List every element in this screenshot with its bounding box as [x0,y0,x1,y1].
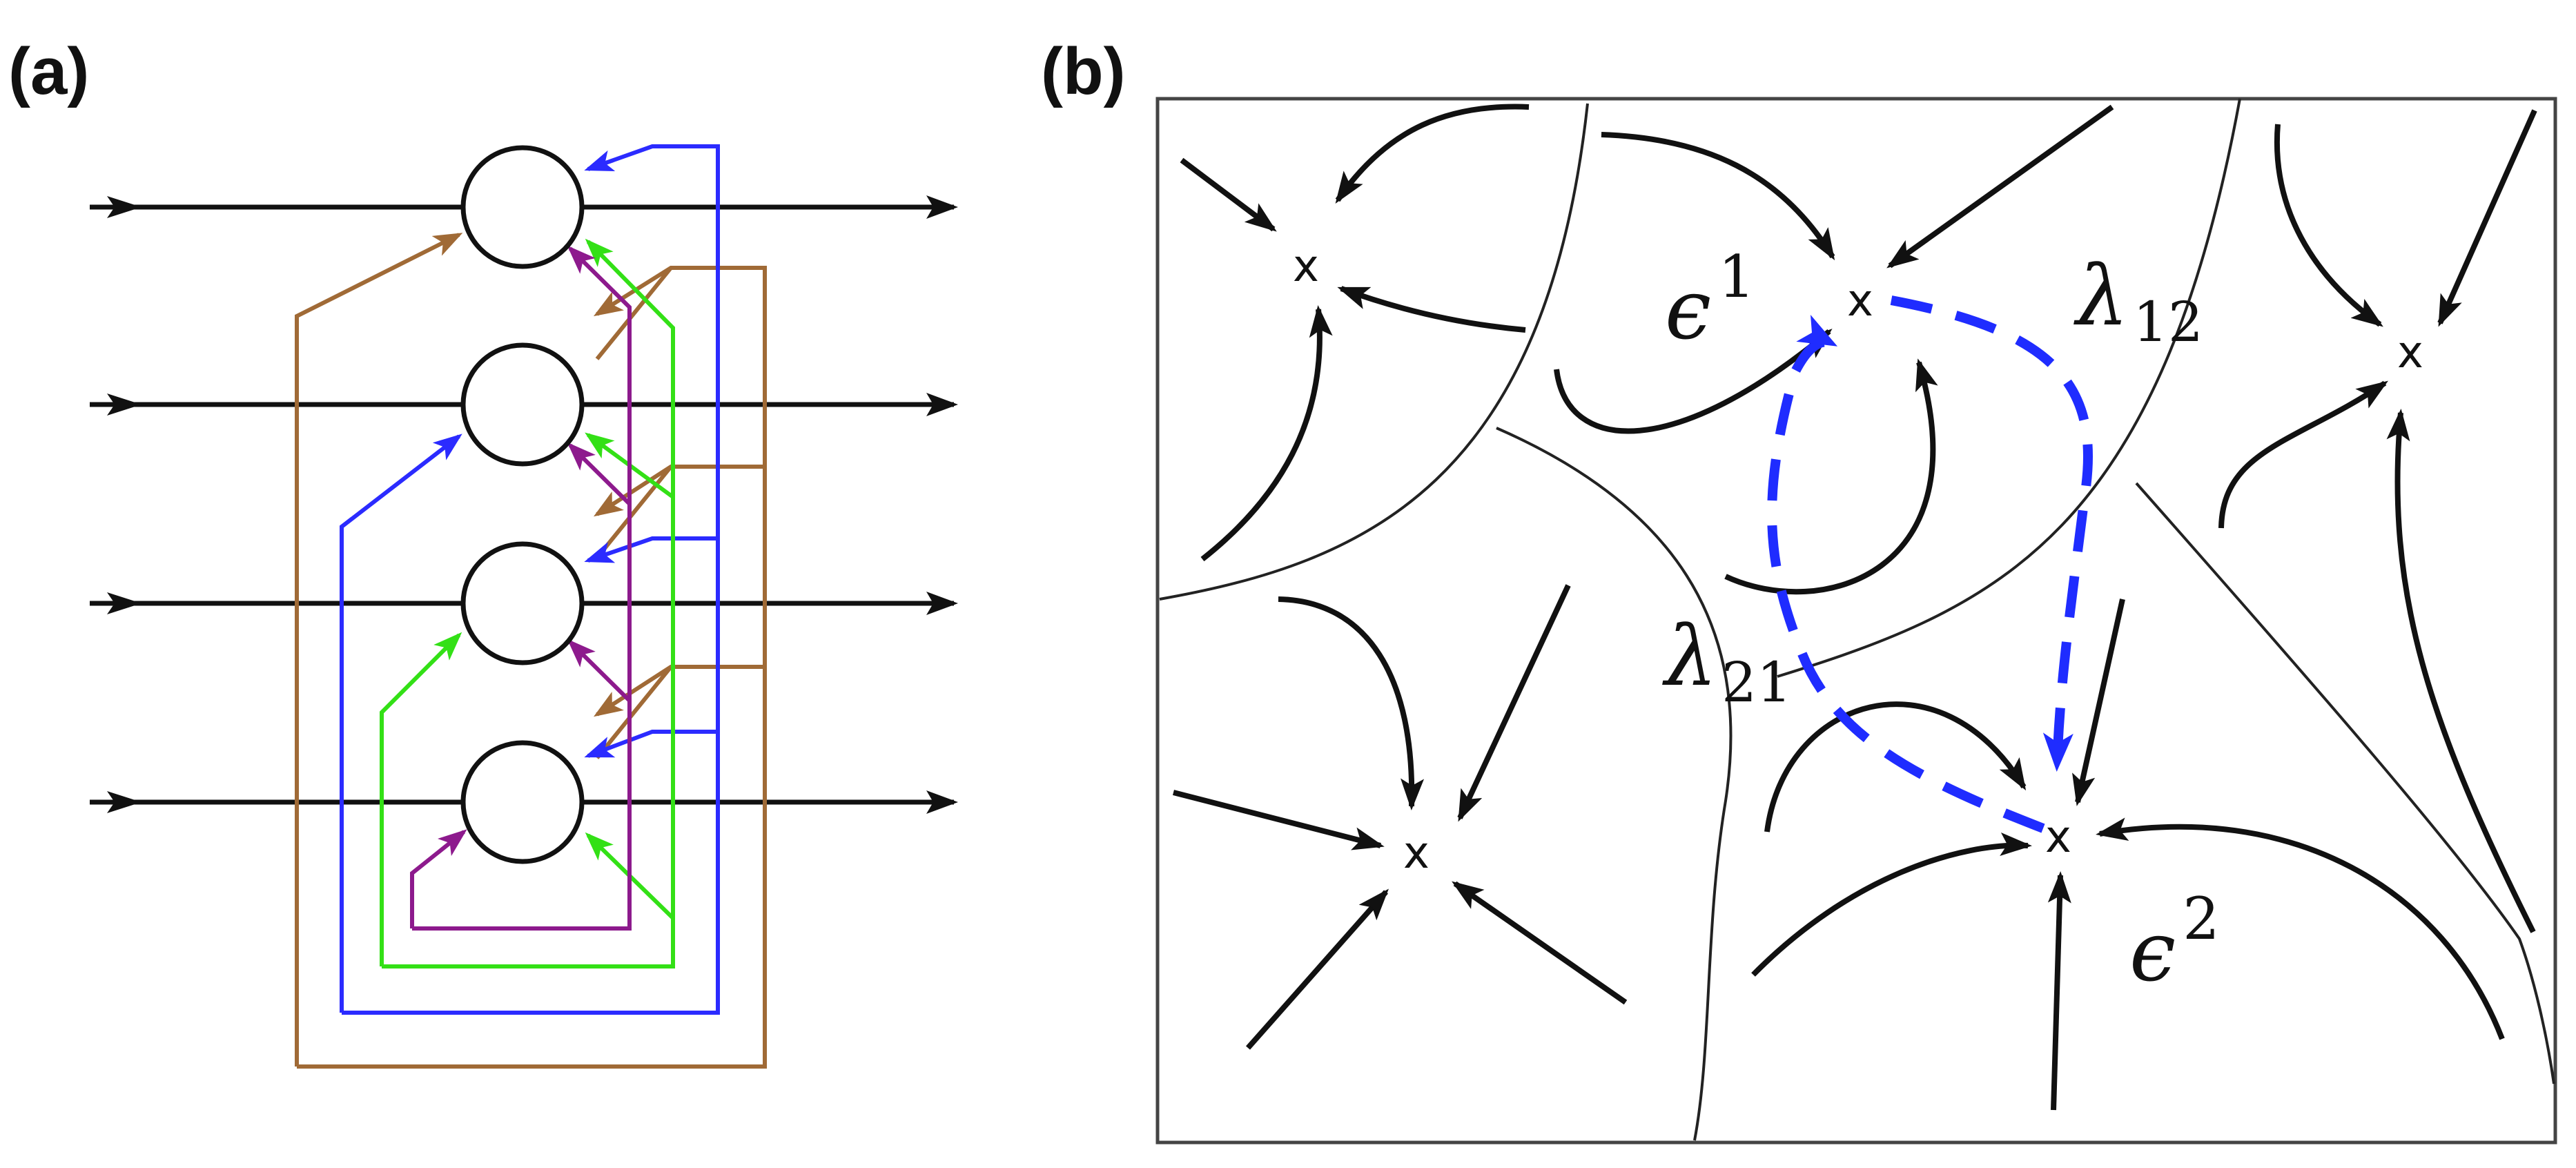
attractors: x x x x x [1293,241,2423,879]
input-arrowheads [107,196,142,813]
feedback-purple [410,245,632,931]
neuron-3 [460,541,585,665]
neuron-1 [460,145,585,269]
attractor-marker-top-left: x [1293,241,1319,292]
panel-a: (a) [8,35,958,1069]
input-output-lines [90,195,958,814]
neurons [460,145,585,864]
panel-a-label: (a) [8,35,89,108]
label-lambda21: λ21 [1662,609,1792,714]
transition-paths [1767,295,2093,833]
transition-lambda12 [1890,295,2093,772]
neuron-2 [460,342,585,467]
attractor-marker-top-right: x [2397,327,2423,378]
feedback-blue [340,144,720,1015]
label-epsilon1-sup: 1 [1718,243,1755,311]
panel-b-label: (b) [1041,35,1126,108]
input-arrow-3 [107,592,142,614]
input-arrow-2 [107,393,142,416]
attractor-marker-e1: x [1847,275,1873,327]
label-epsilon2-sup: 2 [2183,885,2219,953]
label-lambda12-sub: 12 [2133,290,2203,354]
input-arrow-1 [107,196,142,218]
input-arrow-4 [107,791,142,813]
transition-lambda21 [1767,315,2045,833]
flow-lines [1173,104,2537,1111]
basin-boundaries [1159,98,2555,1141]
phase-space-frame [1155,97,2557,1145]
neuron-4 [460,740,585,864]
label-lambda12: λ12 [2074,249,2203,354]
panel-b: (b) [1041,35,2557,1145]
attractor-marker-e2: x [2045,812,2071,863]
label-lambda21-sub: 21 [1721,650,1792,714]
attractor-marker-bottom-left: x [1403,828,1430,879]
